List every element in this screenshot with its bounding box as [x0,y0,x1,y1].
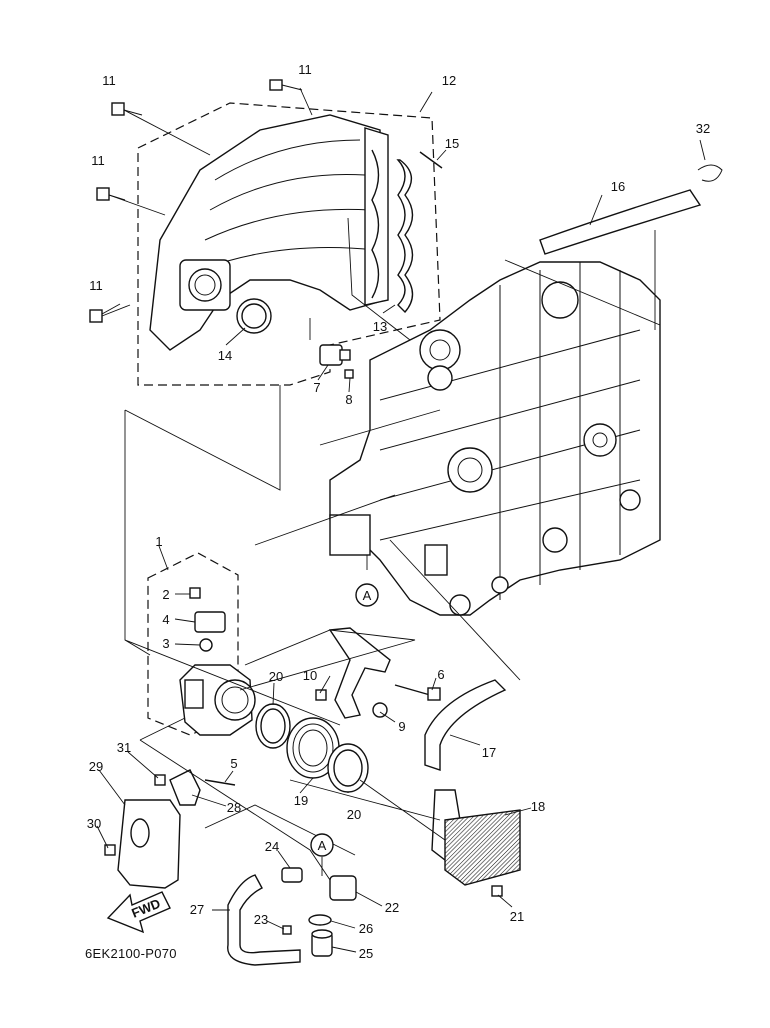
callout-11-a: 11 [102,73,116,88]
bolt-5 [204,779,236,786]
nut-31 [154,774,166,786]
stud-15 [419,151,443,169]
callout-13: 13 [373,319,387,334]
part-code: 6EK2100-P070 [85,946,177,961]
callout-22: 22 [385,900,399,915]
clip-32 [697,164,723,182]
ref-marker-a-label: A [363,588,372,603]
throttle-body-group [147,552,256,736]
engine-block [329,261,661,616]
callout-11-d: 11 [89,278,103,293]
ref-marker-a-engine: A [355,583,379,607]
bolt-6 [394,684,441,701]
callout-30: 30 [87,816,101,831]
callout-24: 24 [265,839,279,854]
screw-23 [282,925,292,935]
callout-21: 21 [510,909,524,924]
hose-17 [424,679,507,771]
callout-11-c: 11 [91,153,105,168]
callout-19: 19 [294,793,308,808]
cover-29-boss [130,818,150,848]
callout-3: 3 [162,636,169,651]
callout-8: 8 [345,392,352,407]
hose-27 [227,874,301,966]
callout-26: 26 [359,921,373,936]
ref-marker-a-label: A [318,838,327,853]
valve-22 [329,875,357,901]
bolt-11-left-b [96,187,126,201]
callout-9: 9 [398,719,405,734]
callout-32: 32 [696,121,710,136]
callout-labels: 1 2 3 4 5 6 7 8 9 10 11 11 11 11 12 13 1… [87,62,710,961]
callout-16: 16 [611,179,625,194]
screw-30 [104,844,116,856]
callout-23: 23 [254,912,268,927]
callout-28: 28 [227,800,241,815]
bracket-28 [169,769,201,806]
fitting-24 [281,867,303,883]
fwd-arrow-icon: FWD [106,891,171,934]
callout-11-b: 11 [298,62,312,77]
callout-12: 12 [442,73,456,88]
ref-marker-a-valve: A [310,833,334,857]
screw-8 [344,369,354,379]
manifold-gasket [396,159,414,314]
callout-1: 1 [155,534,162,549]
bolt-11-left-c [89,303,121,323]
screw-10 [315,689,327,701]
callout-20-a: 20 [269,669,283,684]
callout-25: 25 [359,946,373,961]
bolt-11-top [269,79,303,91]
callout-6: 6 [437,667,444,682]
intake-manifold-group [137,102,441,386]
linkage-bracket-9 [328,627,391,719]
joint-25 [311,929,333,957]
callout-18: 18 [531,799,545,814]
oring-26 [308,914,332,926]
callout-27: 27 [190,902,204,917]
ring-20-left [255,703,291,749]
leader-lines [96,87,706,953]
callout-7: 7 [313,380,320,395]
cover-29 [117,799,181,889]
silencer-18 [431,789,521,886]
callout-17: 17 [482,745,496,760]
callout-2: 2 [162,587,169,602]
callout-15: 15 [445,136,459,151]
callout-14: 14 [218,348,232,363]
ring-20-right [327,743,369,793]
callout-4: 4 [162,612,169,627]
callout-5: 5 [230,756,237,771]
hose-16 [539,189,702,255]
callout-31: 31 [117,740,131,755]
callout-20-b: 20 [347,807,361,822]
callout-29: 29 [89,759,103,774]
screw-21 [491,885,503,897]
throttle-gasket-upper [236,298,272,334]
bolt-11-left-a [111,102,143,116]
callout-10: 10 [303,668,317,683]
sensor-7 [319,344,351,366]
